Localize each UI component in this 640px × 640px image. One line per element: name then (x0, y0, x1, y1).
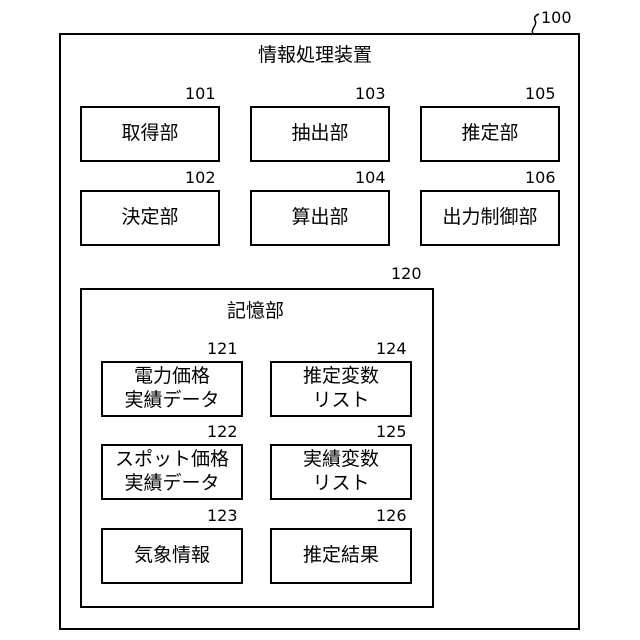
ref-124: 124 (376, 339, 407, 358)
ref-125: 125 (376, 422, 407, 441)
ref-126: 126 (376, 506, 407, 525)
output-control-unit: 出力制御部 (420, 190, 560, 246)
estimation-variable-list: 推定変数 リスト (270, 361, 412, 417)
ref-101: 101 (185, 84, 216, 103)
ref-104: 104 (355, 168, 386, 187)
estimation-unit: 推定部 (420, 106, 560, 162)
extraction-unit: 抽出部 (250, 106, 390, 162)
determination-unit: 決定部 (80, 190, 220, 246)
spot-price-actual-data: スポット価格 実績データ (101, 444, 243, 500)
calculation-unit: 算出部 (250, 190, 390, 246)
apparatus-title: 情報処理装置 (258, 40, 372, 67)
weather-information: 気象情報 (101, 528, 243, 584)
ref-121: 121 (207, 339, 238, 358)
ref-102: 102 (185, 168, 216, 187)
acquisition-unit: 取得部 (80, 106, 220, 162)
ref-105: 105 (525, 84, 556, 103)
ref-100: 100 (541, 8, 572, 27)
estimation-result: 推定結果 (270, 528, 412, 584)
ref-120: 120 (391, 264, 422, 283)
ref-103: 103 (355, 84, 386, 103)
ref-106: 106 (525, 168, 556, 187)
power-price-actual-data: 電力価格 実績データ (101, 361, 243, 417)
ref-123: 123 (207, 506, 238, 525)
actual-variable-list: 実績変数 リスト (270, 444, 412, 500)
storage-title: 記憶部 (227, 296, 284, 323)
ref-122: 122 (207, 422, 238, 441)
